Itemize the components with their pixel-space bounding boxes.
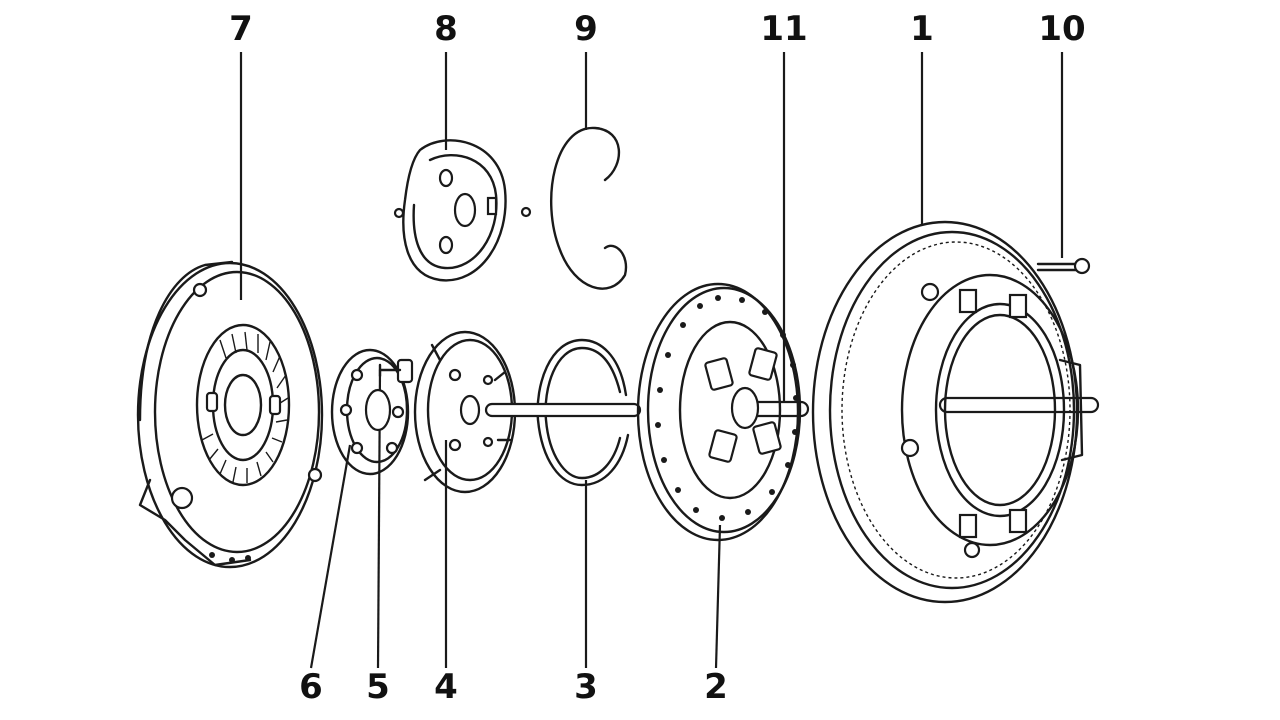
callout-1: 1 [910, 9, 934, 49]
leader-lines [239, 52, 1064, 669]
part-2-clutch-disc [636, 282, 802, 542]
part-8-upper-plate [393, 139, 532, 282]
part-1-flywheel [811, 220, 1084, 604]
part-7-pressure-plate [136, 260, 324, 569]
shaft [484, 396, 1100, 418]
part-6-plate [330, 348, 410, 476]
part-5-bolt [378, 358, 414, 384]
callout-7: 7 [229, 9, 253, 49]
callout-4: 4 [434, 667, 458, 707]
callout-6: 6 [299, 667, 323, 707]
callout-9: 9 [574, 9, 598, 49]
callout-10: 10 [1038, 9, 1086, 49]
callout-2: 2 [704, 667, 728, 707]
part-9-wire-clip [549, 126, 628, 290]
callout-5: 5 [366, 667, 390, 707]
part-10-bolt [1036, 257, 1091, 275]
callout-11: 11 [760, 9, 808, 49]
callout-8: 8 [434, 9, 458, 49]
callout-3: 3 [574, 667, 598, 707]
